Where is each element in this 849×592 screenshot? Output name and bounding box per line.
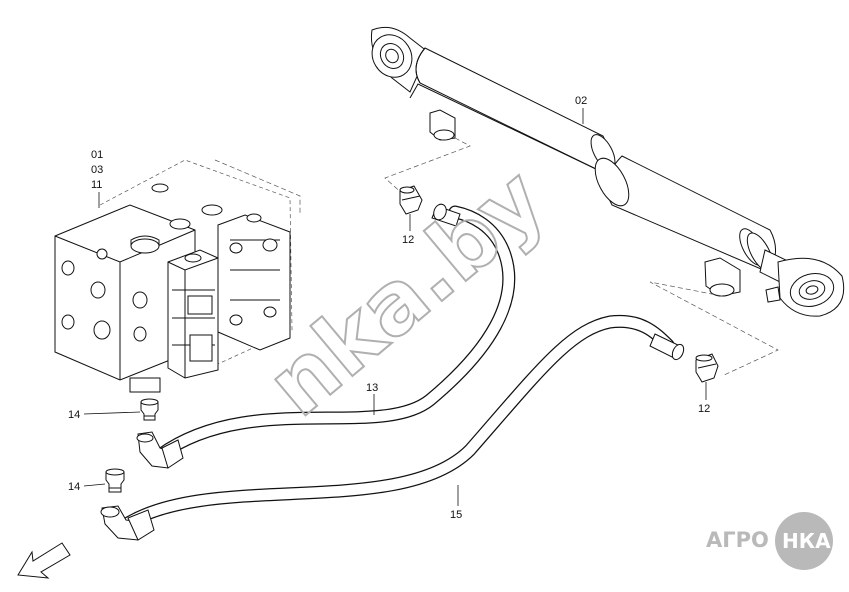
leader-line <box>83 483 106 487</box>
hydraulic-hose-13 <box>136 203 516 469</box>
cylinder-base-eye <box>765 257 845 317</box>
logo-text-left: АГРО <box>706 528 769 552</box>
callout-labels: 01 03 11 02 12 12 13 15 14 14 <box>68 95 710 521</box>
callout-01: 01 <box>91 149 103 161</box>
bolt-head <box>151 183 169 193</box>
callout-12-top: 12 <box>402 234 414 246</box>
callout-15: 15 <box>450 509 462 521</box>
cylinder-rod-eye <box>370 26 429 93</box>
logo-text-right: НКА <box>782 529 831 553</box>
hydraulic-cylinder <box>370 26 845 317</box>
callout-02: 02 <box>575 95 587 107</box>
callout-03: 03 <box>91 164 103 176</box>
leader-lines <box>214 137 779 377</box>
valve-port <box>132 291 148 309</box>
agronka-logo: АГРО НКА <box>706 512 833 570</box>
valve-port <box>61 314 75 330</box>
adapter-fitting-upper <box>140 398 159 421</box>
callout-11: 11 <box>91 179 102 191</box>
bolt-head <box>169 218 191 230</box>
solenoid-valve <box>167 249 219 379</box>
cylinder-barrel-lower <box>594 155 791 297</box>
arrow-down-left-icon <box>17 542 71 579</box>
control-valve-block <box>54 159 293 393</box>
valve-port <box>96 248 108 260</box>
valve-section <box>217 213 291 351</box>
bolt-head <box>201 204 223 216</box>
logo-badge <box>775 512 833 570</box>
bolt-head <box>130 238 160 254</box>
straight-fitting-top <box>399 185 423 215</box>
callout-14-upper: 14 <box>68 409 80 421</box>
leader-line <box>83 411 141 415</box>
straight-fitting-right <box>695 353 719 383</box>
valve-port <box>90 281 106 299</box>
valve-port <box>93 320 111 340</box>
adapter-fitting-lower <box>105 468 125 493</box>
callout-14-lower: 14 <box>68 481 80 493</box>
callout-13: 13 <box>366 382 378 394</box>
valve-port <box>61 260 75 276</box>
valve-port <box>133 326 147 342</box>
hydraulic-hose-15 <box>100 314 685 541</box>
callout-12-right: 12 <box>698 403 710 415</box>
